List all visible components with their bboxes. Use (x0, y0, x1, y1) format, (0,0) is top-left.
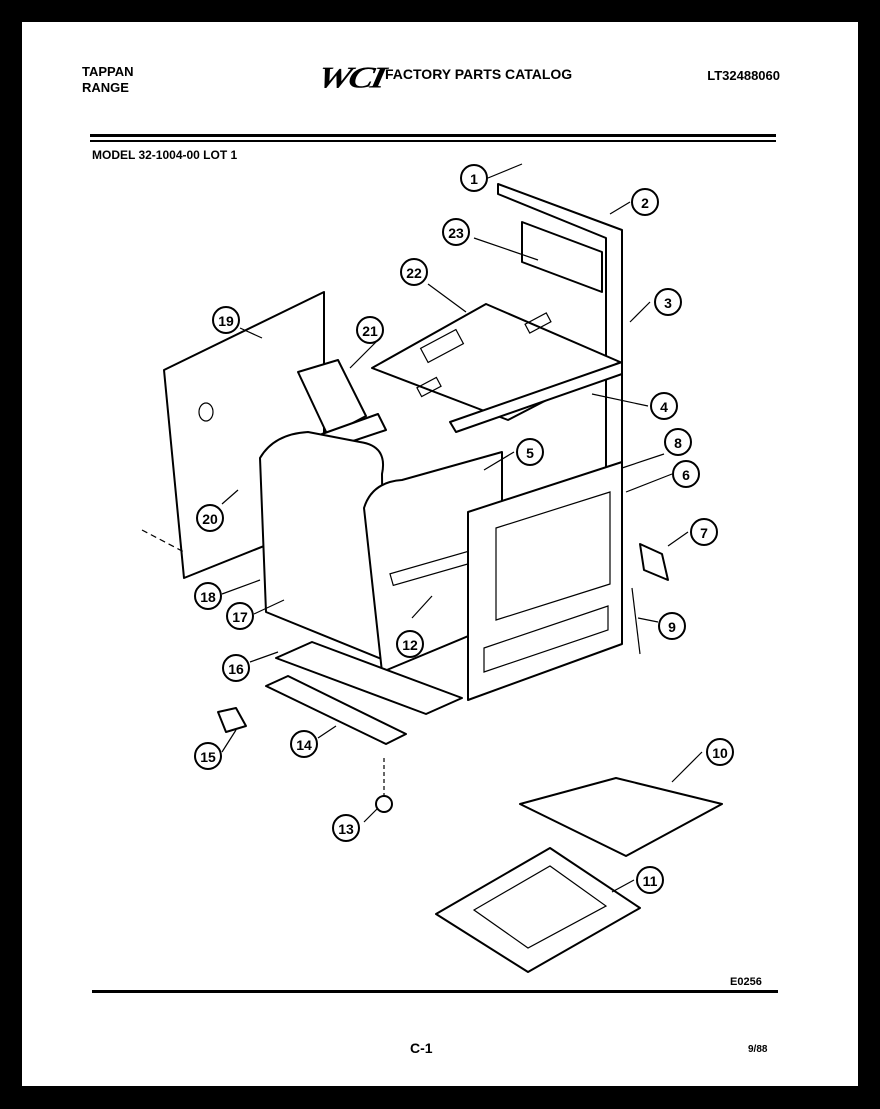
callout-19: 19 (212, 306, 240, 334)
vent-bracket (521, 221, 603, 293)
callout-9: 9 (658, 612, 686, 640)
svg-text:18: 18 (200, 589, 216, 605)
part-callouts: 1 2 3 4 5 6 7 8 9 10 11 12 13 14 15 16 1… (194, 164, 734, 894)
callout-2: 2 (631, 188, 659, 216)
svg-text:14: 14 (296, 737, 312, 753)
callout-1: 1 (460, 164, 488, 192)
svg-text:15: 15 (200, 749, 216, 765)
print-date: 9/88 (748, 1044, 768, 1055)
svg-text:11: 11 (643, 873, 658, 889)
model-line: MODEL 32-1004-00 LOT 1 (92, 148, 238, 162)
brand-block: TAPPAN RANGE (82, 64, 134, 96)
cabinet-rail (449, 361, 623, 433)
top-panel (371, 303, 621, 421)
svg-text:3: 3 (664, 295, 672, 311)
svg-text:4: 4 (660, 399, 668, 415)
callout-18: 18 (194, 582, 222, 610)
svg-text:6: 6 (682, 467, 690, 483)
svg-text:22: 22 (406, 265, 422, 281)
callout-13: 13 (332, 814, 360, 842)
footer-rule (92, 990, 778, 993)
exploded-parts-diagram: 1 2 3 4 5 6 7 8 9 10 11 12 13 14 15 16 1… (141, 163, 734, 973)
door-spring (631, 587, 641, 655)
svg-text:7: 7 (700, 525, 708, 541)
callout-21: 21 (356, 316, 384, 344)
top-slot-b (524, 312, 552, 334)
catalog-title: FACTORY PARTS CATALOG (385, 66, 573, 82)
callout-6: 6 (672, 460, 700, 488)
svg-text:23: 23 (448, 225, 464, 241)
svg-text:2: 2 (641, 195, 649, 211)
svg-text:9: 9 (668, 619, 676, 635)
door-panel-lower (483, 605, 609, 673)
broiler-pan-inner (472, 865, 608, 949)
callout-8: 8 (664, 428, 692, 456)
side-panel-dash (141, 529, 185, 553)
top-slot-a (419, 328, 465, 364)
svg-text:1: 1 (470, 171, 478, 187)
callout-15: 15 (194, 742, 222, 770)
brand-line-2: RANGE (82, 80, 129, 95)
anti-tip-bracket (217, 707, 247, 733)
callout-20: 20 (196, 504, 224, 532)
side-panel-hole (198, 402, 214, 422)
svg-text:19: 19 (218, 313, 234, 329)
callout-14: 14 (290, 730, 318, 758)
callout-7: 7 (690, 518, 718, 546)
svg-text:5: 5 (526, 445, 534, 461)
bottom-panel (275, 641, 463, 715)
brand-line-1: TAPPAN (82, 64, 134, 79)
page-number: C-1 (410, 1040, 433, 1056)
oven-liner (259, 431, 385, 661)
callout-5: 5 (516, 438, 544, 466)
callout-22: 22 (400, 258, 428, 286)
part-drawings (141, 183, 723, 973)
callout-17: 17 (226, 602, 254, 630)
svg-text:20: 20 (202, 511, 218, 527)
svg-text:17: 17 (232, 609, 248, 625)
callout-16: 16 (222, 654, 250, 682)
svg-text:12: 12 (402, 637, 418, 653)
callout-4: 4 (650, 392, 678, 420)
kick-panel (265, 675, 407, 745)
svg-text:8: 8 (674, 435, 682, 451)
callout-10: 10 (706, 738, 734, 766)
leveling-leg (375, 795, 393, 813)
callout-11: 11 (636, 866, 664, 894)
callout-3: 3 (654, 288, 682, 316)
svg-text:16: 16 (228, 661, 244, 677)
door-hinge (639, 543, 669, 581)
callout-23: 23 (442, 218, 470, 246)
oven-rack (519, 777, 723, 857)
svg-text:13: 13 (338, 821, 354, 837)
callout-12: 12 (396, 630, 424, 658)
door-window (495, 491, 611, 621)
leader-lines (221, 163, 703, 893)
broiler-pan (435, 847, 641, 973)
svg-text:21: 21 (362, 323, 378, 339)
drawing-code: E0256 (730, 976, 762, 988)
catalog-sheet: TAPPAN RANGE WCI FACTORY PARTS CATALOG L… (22, 22, 858, 1086)
flue-duct (297, 359, 367, 437)
header-rule-thin (90, 140, 776, 142)
svg-text:10: 10 (712, 745, 728, 761)
catalog-number: LT32488060 (707, 68, 780, 83)
header-rule-thick (90, 134, 776, 137)
top-slot-c (416, 376, 442, 398)
